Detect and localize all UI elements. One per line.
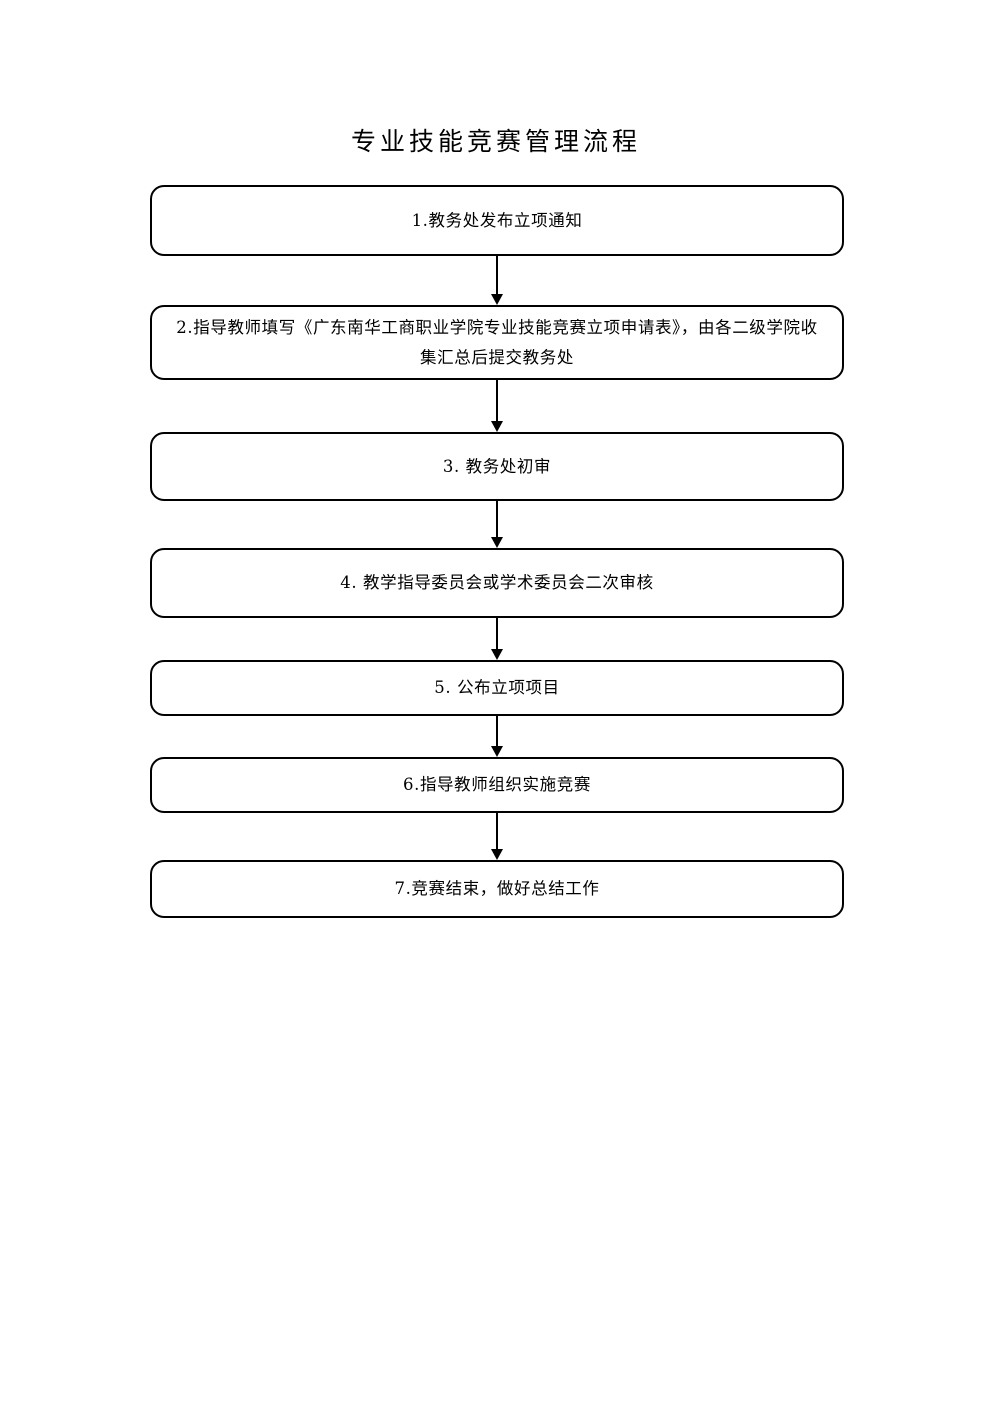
flow-node-step-3[interactable]: 3. 教务处初审 bbox=[150, 432, 844, 501]
flow-node-step-4[interactable]: 4. 教学指导委员会或学术委员会二次审核 bbox=[150, 548, 844, 618]
flow-connector-1-2 bbox=[489, 256, 505, 305]
arrowhead-icon bbox=[491, 421, 503, 432]
connector-shaft bbox=[496, 716, 498, 748]
flow-node-label: 5. 公布立项项目 bbox=[434, 678, 560, 697]
flow-node-label: 6.指导教师组织实施竞赛 bbox=[403, 775, 591, 794]
flow-node-label: 3. 教务处初审 bbox=[442, 456, 552, 476]
flow-node-label-line-2: 集汇总后提交教务处 bbox=[420, 347, 574, 367]
flow-node-label: 7.竞赛结束，做好总结工作 bbox=[394, 879, 600, 898]
flow-node-step-1[interactable]: 1.教务处发布立项通知 bbox=[150, 185, 844, 256]
flow-node-step-5[interactable]: 5. 公布立项项目 bbox=[150, 660, 844, 716]
connector-shaft bbox=[496, 256, 498, 296]
connector-shaft bbox=[496, 380, 498, 423]
connector-shaft bbox=[496, 618, 498, 651]
page-title: 专业技能竞赛管理流程 bbox=[350, 127, 641, 156]
flow-connector-5-6 bbox=[489, 716, 505, 757]
flow-node-label: 2.指导教师填写《广东南华工商职业学院专业技能竞赛立项申请表》，由各二级学院收集… bbox=[161, 313, 833, 373]
flow-connector-4-5 bbox=[489, 618, 505, 660]
flow-node-step-2[interactable]: 2.指导教师填写《广东南华工商职业学院专业技能竞赛立项申请表》，由各二级学院收集… bbox=[150, 305, 844, 380]
flow-node-step-6[interactable]: 6.指导教师组织实施竞赛 bbox=[150, 757, 844, 813]
arrowhead-icon bbox=[491, 537, 503, 548]
arrowhead-icon bbox=[491, 849, 503, 860]
connector-shaft bbox=[496, 501, 498, 539]
arrowhead-icon bbox=[491, 294, 503, 305]
flow-node-step-7[interactable]: 7.竞赛结束，做好总结工作 bbox=[150, 860, 844, 918]
flow-connector-6-7 bbox=[489, 813, 505, 860]
flow-connector-2-3 bbox=[489, 380, 505, 432]
arrowhead-icon bbox=[491, 746, 503, 757]
flow-node-label: 1.教务处发布立项通知 bbox=[411, 210, 583, 230]
connector-shaft bbox=[496, 813, 498, 851]
arrowhead-icon bbox=[491, 649, 503, 660]
flow-node-label-line-1: 2.指导教师填写《广东南华工商职业学院专业技能竞赛立项申请表》，由各二级学院收 bbox=[176, 317, 818, 337]
flow-connector-3-4 bbox=[489, 501, 505, 548]
flow-node-label: 4. 教学指导委员会或学术委员会二次审核 bbox=[340, 573, 654, 592]
